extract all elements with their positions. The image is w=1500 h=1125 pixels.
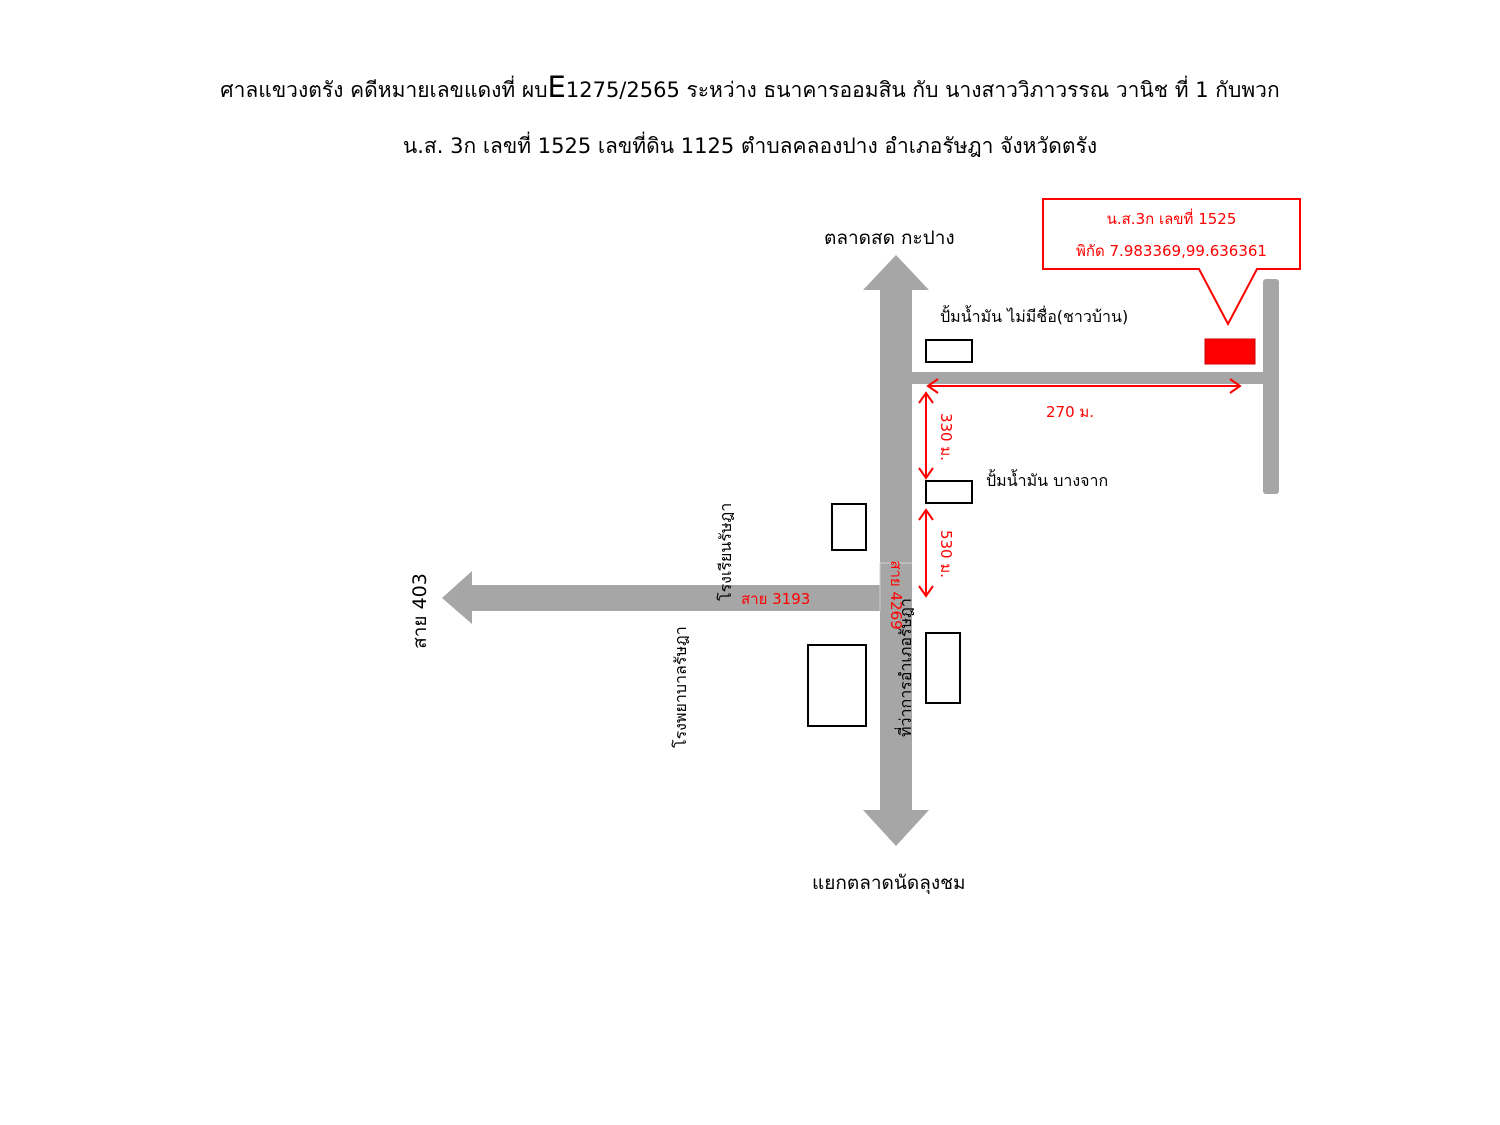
target-plot-marker xyxy=(1204,338,1256,365)
hospital-label: โรงพยาบาลรัษฎา xyxy=(671,626,690,748)
district-office-label: ที่ว่าการอำเภอรัษฎา xyxy=(896,598,915,738)
road-3193-label: สาย 3193 xyxy=(741,590,811,608)
header-line-2: น.ส. 3ก เลขที่ 1525 เลขที่ดิน 1125 ตำบลค… xyxy=(402,134,1098,158)
district-office-box xyxy=(925,632,961,704)
north-destination-label: ตลาดสด กะปาง xyxy=(824,227,955,249)
hospital-box xyxy=(807,644,867,727)
west-destination-label: สาย 403 xyxy=(409,573,431,649)
north-arrow-head xyxy=(863,255,929,290)
plot-callout-box xyxy=(1042,198,1301,327)
east-side-road xyxy=(1263,279,1279,494)
distance-270-label: 270 ม. xyxy=(1046,403,1095,421)
gas-station-unnamed-box xyxy=(925,339,973,363)
distance-330-arrow-bottom xyxy=(918,467,934,480)
south-destination-label: แยกตลาดนัดลุงชม xyxy=(812,872,966,894)
east-branch-road xyxy=(910,372,1272,384)
distance-530-arrow-bottom xyxy=(918,585,934,598)
road-3193 xyxy=(470,585,882,611)
south-arrow-head xyxy=(863,810,929,846)
distance-270-arrow-right xyxy=(1229,378,1242,394)
header-line-1-suffix: 1275/2565 ระหว่าง ธนาคารออมสิน กับ นางสา… xyxy=(565,78,1280,102)
distance-330-label: 330 ม. xyxy=(937,412,955,462)
road-4269 xyxy=(880,288,912,812)
gas-station-unnamed-label: ปั้มน้ำมัน ไม่มีชื่อ(ชาวบ้าน) xyxy=(940,307,1129,326)
school-box xyxy=(831,503,867,551)
distance-530-arrow-top xyxy=(918,508,934,521)
distance-330-arrow-top xyxy=(918,391,934,404)
school-label: โรงเรียนรัษฎา xyxy=(716,502,735,602)
callout-coordinates: พิกัด 7.983369,99.636361 xyxy=(1076,242,1267,260)
gas-station-bangjak-label: ปั้มน้ำมัน บางจาก xyxy=(986,471,1109,490)
header-line-1-letter: E xyxy=(547,70,566,104)
distance-530-label: 530 ม. xyxy=(937,529,955,579)
gas-station-bangjak-box xyxy=(925,480,973,504)
callout-plot-number: น.ส.3ก เลขที่ 1525 xyxy=(1106,210,1237,228)
header-line-1: ศาลแขวงตรัง คดีหมายเลขแดงที่ ผบE1275/256… xyxy=(0,70,1500,107)
header-line-1-prefix: ศาลแขวงตรัง คดีหมายเลขแดงที่ ผบ xyxy=(220,78,548,102)
distance-270-arrow-left xyxy=(926,378,939,394)
west-arrow-head xyxy=(442,571,472,624)
